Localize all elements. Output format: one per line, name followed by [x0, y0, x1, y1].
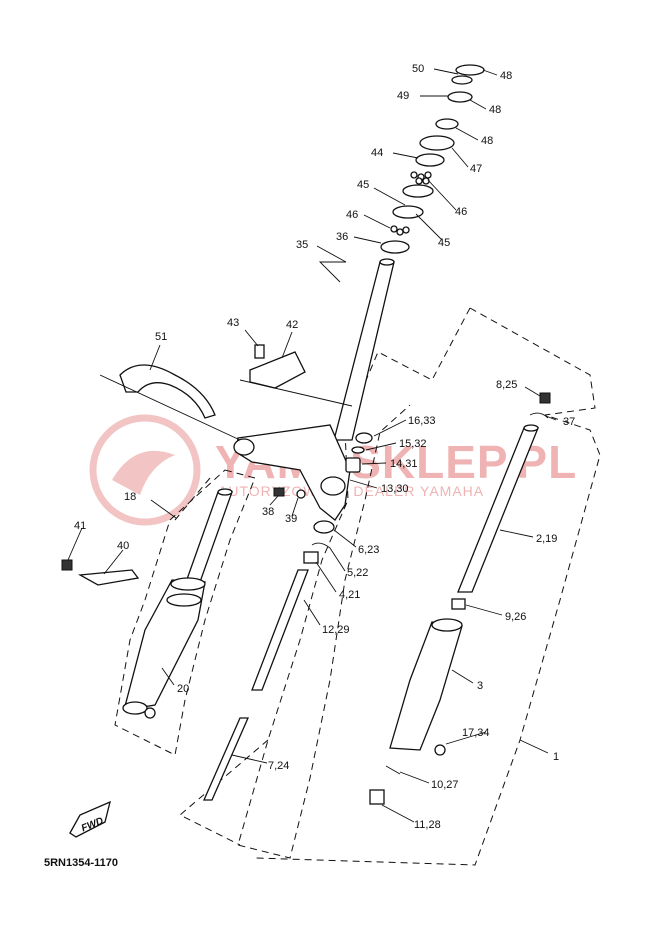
- right-fork-group-boundary: [254, 307, 601, 866]
- bracket-40: [77, 569, 140, 586]
- callout-6-23: 6,23: [358, 544, 379, 556]
- bearing-race-45b: [392, 205, 424, 219]
- callout-17-34: 17,34: [462, 727, 490, 739]
- callout-41: 41: [74, 520, 86, 532]
- bolt-43: [254, 344, 265, 359]
- washer-10: [385, 765, 401, 775]
- callout-13-30: 13,30: [381, 483, 409, 495]
- bolt-11: [369, 789, 385, 805]
- callout-8-25: 8,25: [496, 379, 517, 391]
- steering-stem-shaft: [333, 261, 395, 441]
- callout-47: 47: [470, 163, 482, 175]
- callout-12-29: 12,29: [322, 624, 350, 636]
- outer-tube-20: [123, 579, 206, 711]
- watermark-logo-ring: [89, 414, 201, 526]
- callout-51: 51: [155, 331, 167, 343]
- spring-12: [251, 569, 309, 691]
- callout-46b: 46: [346, 209, 358, 221]
- right-fork-assembly: [369, 392, 551, 805]
- inner-lower-dash: [179, 739, 269, 846]
- callout-42: 42: [286, 319, 298, 331]
- ring-15: [351, 446, 365, 454]
- seal-36: [380, 240, 410, 254]
- callout-14-31: 14,31: [390, 458, 418, 470]
- callout-3: 3: [477, 680, 483, 692]
- fwd-direction-badge: FWD: [69, 800, 111, 838]
- bearing-balls-46a: [410, 171, 432, 185]
- callout-36: 36: [336, 231, 348, 243]
- callout-18: 18: [124, 491, 136, 503]
- bushing-9: [451, 598, 466, 610]
- callout-39: 39: [285, 513, 297, 525]
- steering-head-stack: [380, 64, 485, 254]
- callout-7-24: 7,24: [268, 760, 289, 772]
- washer-39: [296, 489, 306, 499]
- left-fork-group-boundary: [114, 469, 256, 756]
- damper-rod-7: [203, 717, 249, 801]
- callout-49: 49: [397, 90, 409, 102]
- circlip-17: [434, 744, 446, 756]
- under-bracket: [235, 424, 351, 521]
- bolt-38: [273, 487, 285, 497]
- callout-20: 20: [177, 683, 189, 695]
- callout-44: 44: [371, 147, 383, 159]
- callout-43: 43: [227, 317, 239, 329]
- callout-50: 50: [412, 63, 424, 75]
- circlip-37: [529, 412, 549, 419]
- callout-48b: 48: [489, 104, 501, 116]
- clip-5: [311, 542, 331, 549]
- callout-48a: 48: [500, 70, 512, 82]
- washer-48c: [435, 118, 459, 130]
- ring-nut-49: [447, 91, 473, 103]
- leader-lines: [67, 68, 557, 823]
- callout-45a: 45: [357, 179, 369, 191]
- steering-stem-35: [233, 258, 395, 521]
- callout-16-33: 16,33: [408, 415, 436, 427]
- callout-labels: 50 48 49 48 48 44 47 45 46 46 45 35 36 4…: [74, 63, 575, 831]
- callout-10-27: 10,27: [431, 779, 459, 791]
- bearing-race-47: [419, 135, 455, 151]
- callout-15-32: 15,32: [399, 438, 427, 450]
- cover-44: [415, 153, 445, 167]
- callout-46a: 46: [455, 206, 467, 218]
- callout-37: 37: [563, 416, 575, 428]
- watermark-subtitle: AUTORYZOWANY DEALER YAMAHA: [218, 483, 484, 499]
- washer-48a: [451, 75, 473, 85]
- callout-35: 35: [296, 239, 308, 251]
- bracket-42: [249, 351, 306, 389]
- callout-48c: 48: [481, 135, 493, 147]
- inner-tube-18: [185, 491, 233, 583]
- bolt-14: [345, 457, 361, 473]
- cap-16: [355, 432, 373, 444]
- lock-nut-50: [455, 64, 485, 76]
- cap-8: [539, 392, 551, 404]
- callout-11-28: 11,28: [414, 819, 441, 831]
- bracket-51: [119, 364, 216, 419]
- left-fork-dash-link: [174, 477, 211, 521]
- callout-4-21: 4,21: [339, 589, 360, 601]
- seal-6: [313, 520, 335, 534]
- bushing-4: [303, 551, 319, 564]
- watermark-logo-mark: [112, 450, 175, 495]
- bearing-race-45a: [402, 184, 434, 198]
- outer-tube-3: [389, 621, 463, 751]
- callout-5-22: 5,22: [347, 567, 368, 579]
- callout-38: 38: [262, 506, 274, 518]
- left-fork-assembly: [122, 488, 233, 719]
- bearing-balls-46b: [390, 225, 410, 236]
- diagram-code: 5RN1354-1170: [44, 857, 118, 869]
- callout-45b: 45: [438, 237, 450, 249]
- bolt-41: [61, 559, 73, 571]
- callout-1: 1: [553, 751, 559, 763]
- callout-9-26: 9,26: [505, 611, 526, 623]
- callout-2-19: 2,19: [536, 533, 557, 545]
- callout-40: 40: [117, 540, 129, 552]
